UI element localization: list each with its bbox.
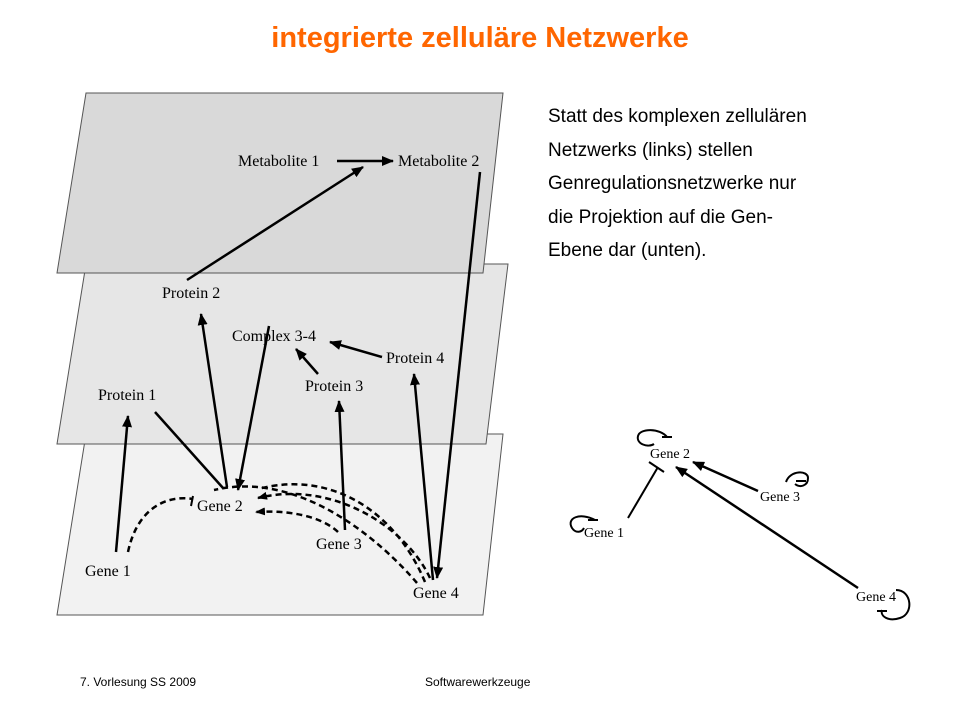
description-text: Statt des komplexen zellulären Netzwerks…	[548, 100, 928, 268]
node-complex-3-4: Complex 3-4	[232, 328, 316, 345]
edge-gene4-protein4	[410, 373, 435, 581]
edge-dashed-gene1-gene2	[126, 497, 194, 553]
node-gene-4: Gene 4	[413, 585, 459, 602]
edge-metabolite2-gene4	[433, 171, 482, 579]
self-loop-gene2	[636, 429, 668, 447]
node-gene-2: Gene 2	[197, 498, 243, 515]
proj-node-gene-2: Gene 2	[650, 447, 690, 462]
node-protein-1: Protein 1	[98, 387, 156, 404]
proj-edge-gene1-gene2-bar	[648, 461, 665, 473]
description-line: die Projektion auf die Gen-	[548, 206, 773, 228]
description-line: Ebene dar (unten).	[548, 240, 707, 261]
proj-edge-gene1-gene2	[627, 466, 659, 519]
node-gene-3: Gene 3	[316, 536, 362, 553]
self-loop-gene4	[880, 589, 911, 621]
repression-bar-gene2	[190, 495, 194, 507]
proj-edge-gene4-gene2	[675, 465, 859, 590]
description-line: Netzwerks (links) stellen	[548, 139, 753, 161]
proj-node-gene-3: Gene 3	[760, 490, 800, 505]
edge-protein1-gene2	[154, 411, 224, 489]
node-metabolite-2: Metabolite 2	[398, 153, 479, 170]
self-loop-gene1	[569, 515, 596, 533]
node-gene-1: Gene 1	[85, 563, 131, 580]
edge-gene1-protein1	[114, 415, 133, 553]
proj-node-gene-4: Gene 4	[856, 590, 896, 605]
edge-protein3-complex	[295, 348, 319, 375]
edge-protein2-metabolite1	[186, 165, 364, 282]
edge-dashed-gene4-gene2-b	[257, 483, 427, 583]
footer-course: Softwarewerkzeuge	[425, 675, 531, 689]
edge-complex-gene2	[235, 325, 271, 491]
proj-node-gene-1: Gene 1	[584, 526, 624, 541]
description-line: Statt des komplexen zellulären	[548, 106, 807, 127]
node-metabolite-1: Metabolite 1	[238, 153, 319, 170]
node-protein-3: Protein 3	[305, 378, 363, 395]
slide-title: integrierte zelluläre Netzwerke	[271, 22, 689, 54]
edge-protein4-complex	[329, 340, 383, 359]
node-protein-4: Protein 4	[386, 350, 444, 367]
edge-dashed-gene3-gene2	[255, 507, 339, 533]
metabolite-layer-plane	[56, 92, 504, 274]
edge-dashed-gene4-gene2	[257, 491, 432, 579]
edge-dashed-gene2-gene4	[213, 485, 418, 584]
self-loop-gene3	[785, 471, 810, 487]
footer-lecture: 7. Vorlesung SS 2009	[80, 675, 197, 689]
edge-gene2-protein2	[197, 313, 229, 488]
proj-edge-gene3-gene2	[692, 460, 759, 493]
edge-gene3-protein3	[334, 400, 347, 531]
node-protein-2: Protein 2	[162, 285, 220, 302]
description-line: Genregulationsnetzwerke nur	[548, 173, 797, 194]
